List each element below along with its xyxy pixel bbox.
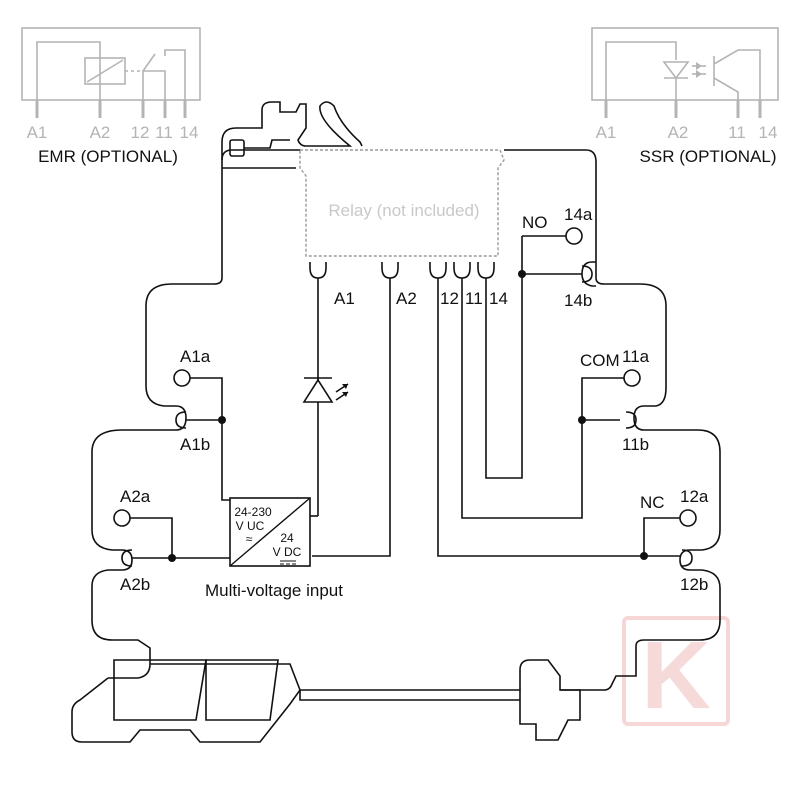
ssr-pin-labels: A1 A2 11 14 SSR (OPTIONAL)	[596, 123, 778, 166]
ssr-inset	[591, 27, 779, 118]
converter-input-voltage: 24-230	[234, 505, 272, 519]
label-a2b: A2b	[120, 575, 150, 594]
terminal-12a	[679, 509, 697, 527]
ssr-frame	[591, 27, 779, 101]
emr-pin-14: 14	[180, 123, 199, 142]
ssr-input-wire	[605, 41, 677, 100]
label-11b: 11b	[622, 435, 649, 454]
label-14a: 14a	[564, 205, 593, 224]
socket-housing	[71, 101, 721, 743]
relay-socket-contacts	[309, 262, 495, 279]
converter-output-unit: V DC	[273, 545, 302, 559]
relay-placeholder: Relay (not included)	[299, 149, 505, 257]
led-diode-icon	[302, 377, 349, 403]
terminal-screws	[113, 227, 697, 527]
label-12b: 12b	[680, 575, 708, 594]
voltage-converter-box: 24-230 V UC ≈ 24 V DC	[229, 497, 311, 567]
ssr-pin-a1: A1	[596, 123, 617, 142]
relay-label: Relay (not included)	[328, 201, 479, 220]
emr-pin-a1: A1	[27, 123, 48, 142]
socket-label-a2: A2	[396, 289, 417, 308]
ssr-pin-a2: A2	[668, 123, 689, 142]
label-14b: 14b	[564, 291, 592, 310]
label-a1b: A1b	[180, 435, 210, 454]
label-a1a: A1a	[180, 347, 211, 366]
ssr-pin-14: 14	[759, 123, 778, 142]
terminal-14a	[565, 227, 583, 245]
ssr-led-icon	[662, 61, 690, 80]
label-12a: 12a	[680, 487, 709, 506]
terminal-clips	[121, 265, 693, 567]
wiring	[130, 235, 680, 559]
watermark-logo: K	[622, 616, 730, 729]
label-nc: NC	[640, 493, 665, 512]
label-11a: 11a	[622, 347, 650, 366]
emr-title: EMR (OPTIONAL)	[38, 147, 178, 166]
emr-pin-12: 12	[131, 123, 150, 142]
converter-caption: Multi-voltage input	[205, 581, 343, 600]
emr-pin-11: 11	[155, 123, 173, 142]
socket-label-a1: A1	[334, 289, 355, 308]
converter-input-unit: V UC	[236, 519, 265, 533]
emr-inset	[21, 27, 201, 118]
terminal-a2a	[113, 509, 131, 527]
watermark-letter: K	[641, 622, 710, 729]
label-no: NO	[522, 213, 548, 232]
ssr-title: SSR (OPTIONAL)	[640, 147, 777, 166]
ssr-pin-11: 11	[728, 123, 746, 142]
socket-label-11: 11	[465, 289, 483, 308]
converter-output-voltage: 24	[280, 531, 294, 545]
emr-pin-labels: A1 A2 12 11 14 EMR (OPTIONAL)	[27, 123, 199, 166]
emr-frame	[21, 27, 201, 101]
label-com: COM	[580, 351, 620, 370]
emr-coil-wire	[36, 41, 101, 100]
junction-dots	[168, 270, 648, 562]
release-clip	[221, 101, 363, 160]
ac-symbol-icon: ≈	[246, 532, 253, 546]
socket-labels: A1 A2 12 11 14	[334, 289, 508, 308]
emr-pin-a2: A2	[90, 123, 111, 142]
label-a2a: A2a	[120, 487, 151, 506]
terminal-11a	[623, 369, 641, 387]
socket-label-14: 14	[489, 289, 508, 308]
terminal-labels: A1a A1b A2a A2b NO 14a 14b COM 11a 11b N…	[120, 205, 709, 594]
terminal-a1a	[173, 369, 191, 387]
socket-label-12: 12	[440, 289, 459, 308]
